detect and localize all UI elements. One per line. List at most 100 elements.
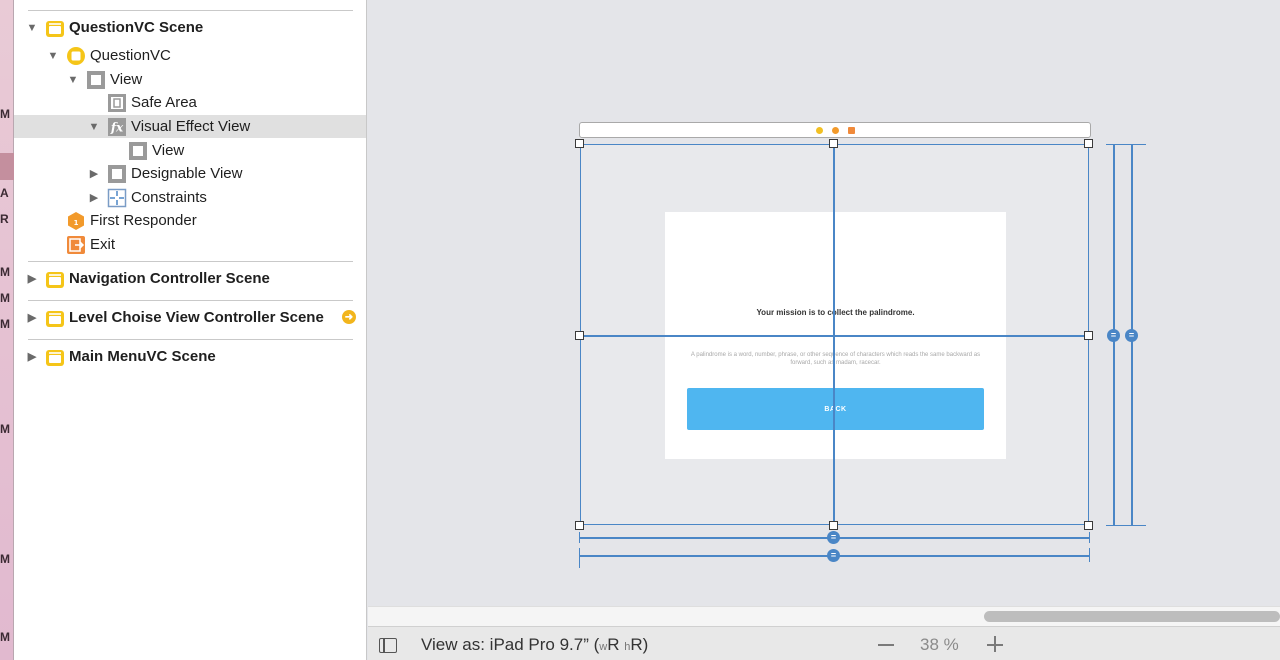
exit-icon xyxy=(66,235,86,255)
outline-row-constraints[interactable]: ▶ Constraints xyxy=(14,186,366,209)
left-pane-glyph: M xyxy=(0,317,10,331)
constraint-cap xyxy=(579,548,580,568)
outline-row-exit[interactable]: Exit xyxy=(14,233,366,256)
disclosure-expanded-icon[interactable]: ▼ xyxy=(67,73,79,86)
outline-row-first-responder[interactable]: 1 First Responder xyxy=(14,209,366,232)
svg-text:1: 1 xyxy=(74,219,79,227)
outline-row-label: Main MenuVC Scene xyxy=(69,348,216,365)
outline-row-questionvc[interactable]: ▼ QuestionVC xyxy=(14,44,366,67)
divider xyxy=(28,339,353,340)
resize-handle-bottom-left[interactable] xyxy=(575,521,584,530)
resize-handle-top-right[interactable] xyxy=(1084,139,1093,148)
outline-row-label: QuestionVC xyxy=(90,47,171,64)
outline-row-label: First Responder xyxy=(90,212,197,229)
disclosure-expanded-icon[interactable]: ▼ xyxy=(47,49,59,62)
outline-row-label: Designable View xyxy=(131,165,243,182)
constraint-cap xyxy=(1106,525,1146,526)
disclosure-collapsed-icon[interactable]: ▶ xyxy=(89,168,99,180)
outline-row-main-menuvc-scene[interactable]: ▶ Main MenuVC Scene xyxy=(14,345,366,368)
outline-row-label: Exit xyxy=(90,236,116,253)
scene-dock[interactable] xyxy=(579,122,1091,138)
divider xyxy=(28,261,353,262)
outline-row-label: Safe Area xyxy=(131,94,197,111)
outline-row-view[interactable]: ▼ View xyxy=(14,68,366,91)
resize-handle-bottom[interactable] xyxy=(829,521,838,530)
scene-icon xyxy=(45,308,65,328)
svg-text:fx: fx xyxy=(110,120,124,134)
resize-handle-top[interactable] xyxy=(829,139,838,148)
equal-height-icon[interactable]: = xyxy=(1125,329,1138,342)
ipad-scene-view[interactable]: Your mission is to collect the palindrom… xyxy=(580,144,1089,525)
constraint-cap xyxy=(1089,548,1090,562)
outline-row-designable-view[interactable]: ▶ Designable View xyxy=(14,162,366,185)
outline-row-navigation-controller-scene[interactable]: ▶ Navigation Controller Scene xyxy=(14,267,366,290)
disclosure-collapsed-icon[interactable]: ▶ xyxy=(27,312,37,324)
outline-row-label: Visual Effect View xyxy=(131,118,251,135)
equal-width-icon[interactable]: = xyxy=(827,531,840,544)
constraint-cap xyxy=(1106,144,1146,145)
width-class: R xyxy=(607,635,620,654)
document-outline: ▼ QuestionVC Scene ▼ QuestionVC ▼ View xyxy=(14,0,367,660)
storyboard-canvas[interactable]: Your mission is to collect the palindrom… xyxy=(368,0,1280,606)
view-as-device-button[interactable]: View as: iPad Pro 9.7” (wR hR) xyxy=(421,635,648,655)
outline-row-label: Navigation Controller Scene xyxy=(69,270,270,287)
view-controller-icon[interactable] xyxy=(815,126,823,134)
left-pane-edge: M A R M M M M M M xyxy=(0,0,14,660)
resize-handle-top-left[interactable] xyxy=(575,139,584,148)
go-to-scene-arrow-icon[interactable]: ➜ xyxy=(342,310,356,324)
equal-width-icon[interactable]: = xyxy=(827,549,840,562)
outline-row-questionvc-scene[interactable]: ▼ QuestionVC Scene xyxy=(14,16,366,39)
sidebar-toggle-icon[interactable] xyxy=(379,638,397,653)
first-responder-icon: 1 xyxy=(66,211,86,231)
disclosure-spacer xyxy=(88,97,100,109)
divider xyxy=(28,10,353,11)
width-class-prefix: w xyxy=(599,641,608,653)
left-pane-glyph: R xyxy=(0,212,9,226)
outline-row-label: QuestionVC Scene xyxy=(69,19,204,36)
scene-icon xyxy=(45,347,65,367)
mission-label: Your mission is to collect the palindrom… xyxy=(756,308,915,317)
outline-row-label: Constraints xyxy=(131,189,207,206)
first-responder-icon[interactable] xyxy=(831,126,839,134)
left-pane-glyph: M xyxy=(0,291,10,305)
outline-row-label: View xyxy=(110,71,143,88)
outline-row-safe-area[interactable]: Safe Area xyxy=(14,91,366,114)
scene-icon xyxy=(45,18,65,38)
equal-height-icon[interactable]: = xyxy=(1107,329,1120,342)
outline-row-level-choise-scene[interactable]: ▶ Level Choise View Controller Scene ➜ xyxy=(14,306,366,329)
disclosure-expanded-icon[interactable]: ▼ xyxy=(26,21,38,34)
back-button[interactable]: BACK xyxy=(687,388,984,430)
left-pane-glyph: M xyxy=(0,422,10,436)
height-class: R xyxy=(630,635,643,654)
disclosure-collapsed-icon[interactable]: ▶ xyxy=(27,351,37,363)
left-pane-selection xyxy=(0,153,14,180)
left-pane-glyph: M xyxy=(0,552,10,566)
view-icon xyxy=(107,164,127,184)
safe-area-icon xyxy=(107,93,127,113)
canvas-bottom-bar: View as: iPad Pro 9.7” (wR hR) 38 % xyxy=(368,626,1280,660)
disclosure-spacer xyxy=(47,239,59,251)
zoom-level[interactable]: 38 % xyxy=(920,635,959,654)
disclosure-collapsed-icon[interactable]: ▶ xyxy=(27,273,37,285)
disclosure-expanded-icon[interactable]: ▼ xyxy=(88,120,100,133)
exit-icon[interactable] xyxy=(847,126,855,134)
resize-handle-bottom-right[interactable] xyxy=(1084,521,1093,530)
description-label: A palindrome is a word, number, phrase, … xyxy=(690,352,981,366)
constraints-icon xyxy=(107,188,127,208)
center-y-guide[interactable] xyxy=(580,335,1090,337)
view-as-label: View as: iPad Pro 9.7” ( xyxy=(421,635,600,654)
left-pane-glyph: A xyxy=(0,186,9,200)
view-icon xyxy=(128,141,148,161)
left-pane-glyph: M xyxy=(0,265,10,279)
resize-handle-left[interactable] xyxy=(575,331,584,340)
outline-row-view-inner[interactable]: View xyxy=(14,139,366,162)
zoom-in-icon[interactable] xyxy=(985,635,1005,653)
zoom-out-icon[interactable] xyxy=(876,635,896,653)
scrollbar-thumb[interactable] xyxy=(984,611,1280,622)
horizontal-scrollbar[interactable] xyxy=(368,606,1280,626)
resize-handle-right[interactable] xyxy=(1084,331,1093,340)
outline-row-visual-effect-view[interactable]: ▼ fx Visual Effect View xyxy=(14,115,366,138)
left-pane-glyph: M xyxy=(0,630,10,644)
disclosure-collapsed-icon[interactable]: ▶ xyxy=(89,192,99,204)
